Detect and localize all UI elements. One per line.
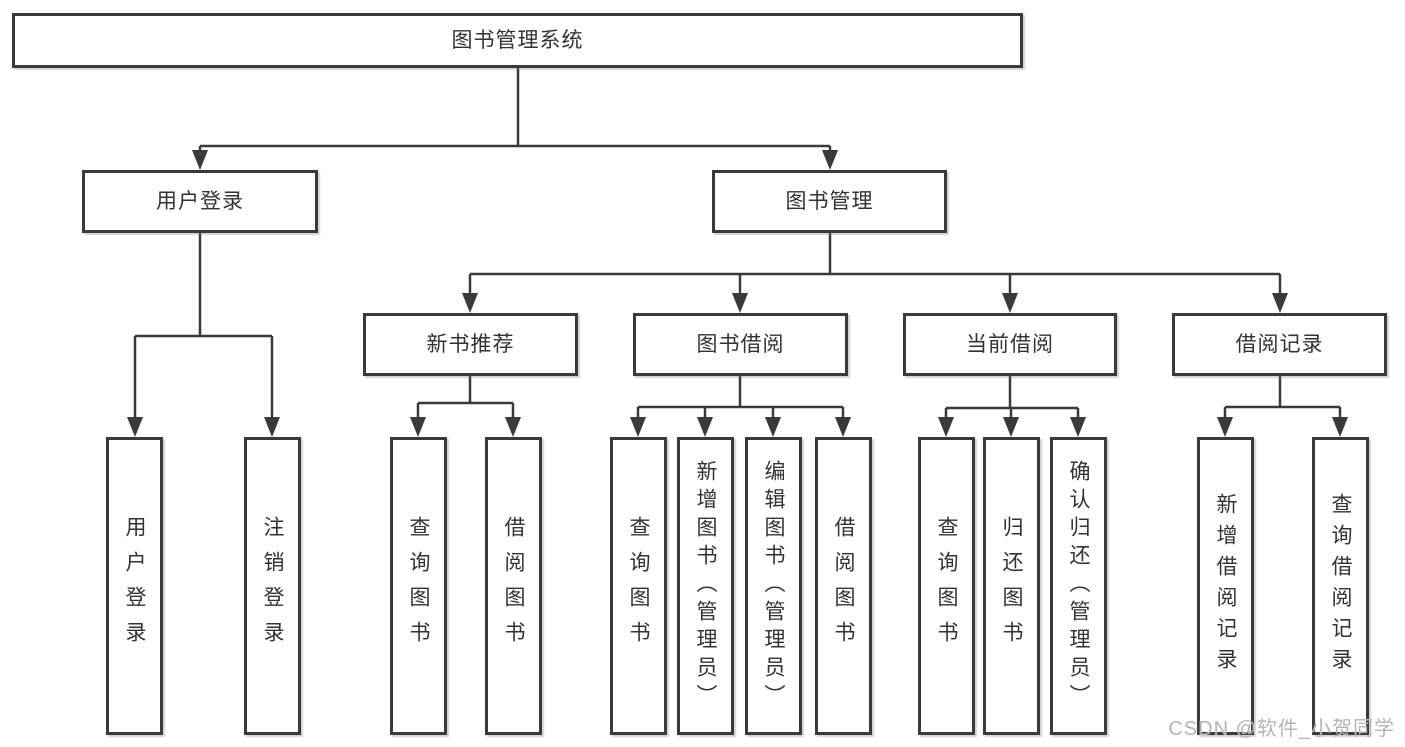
arrowhead [462, 293, 478, 313]
node-leaf-edit-books-admin: 编辑图书（管理员） [745, 437, 802, 735]
node-new-book-recommend: 新书推荐 [363, 313, 578, 376]
node-user-login: 用户登录 [82, 170, 318, 233]
node-leaf-return-books: 归还图书 [983, 437, 1040, 735]
arrowhead [264, 417, 280, 437]
arrowhead [697, 417, 713, 437]
leaf-label: 编辑图书（管理员） [762, 460, 785, 712]
arrowhead [835, 417, 851, 437]
arrowhead [410, 417, 426, 437]
node-leaf-add-borrow-record: 新增借阅记录 [1197, 437, 1254, 735]
leaf-label: 用户登录 [123, 516, 146, 656]
node-leaf-query-books-1: 查询图书 [390, 437, 447, 735]
arrowhead [630, 417, 646, 437]
arrowhead [192, 150, 208, 170]
arrowhead [1217, 417, 1233, 437]
node-leaf-borrow-books-2: 借阅图书 [815, 437, 872, 735]
leaf-label: 确认归还（管理员） [1067, 460, 1090, 712]
node-leaf-add-books-admin: 新增图书（管理员） [677, 437, 734, 735]
arrowhead [822, 150, 838, 170]
node-leaf-query-books-3: 查询图书 [918, 437, 975, 735]
arrowhead [938, 417, 954, 437]
arrowhead [505, 417, 521, 437]
leaf-label: 注销登录 [261, 516, 284, 656]
leaf-label: 借阅图书 [832, 516, 855, 656]
leaf-label: 归还图书 [1000, 516, 1023, 656]
csdn-watermark: CSDN @软件_小贺同学 [1168, 718, 1395, 740]
leaf-label: 查询图书 [627, 516, 650, 656]
leaf-label: 借阅图书 [502, 516, 525, 656]
arrowhead [1272, 293, 1288, 313]
arrowhead [765, 417, 781, 437]
arrowhead [1070, 417, 1086, 437]
arrowhead [127, 417, 143, 437]
node-leaf-confirm-return-admin: 确认归还（管理员） [1050, 437, 1107, 735]
node-book-borrow: 图书借阅 [633, 313, 848, 376]
arrowhead [1332, 417, 1348, 437]
node-leaf-logout: 注销登录 [244, 437, 301, 735]
leaf-label: 查询借阅记录 [1329, 493, 1352, 679]
node-leaf-query-books-2: 查询图书 [610, 437, 667, 735]
leaf-label: 新增图书（管理员） [694, 460, 717, 712]
node-leaf-user-login: 用户登录 [106, 437, 163, 735]
node-leaf-query-borrow-record: 查询借阅记录 [1312, 437, 1369, 735]
node-current-borrow: 当前借阅 [903, 313, 1117, 376]
leaf-label: 查询图书 [935, 516, 958, 656]
leaf-label: 新增借阅记录 [1214, 493, 1237, 679]
arrowhead [732, 293, 748, 313]
leaf-label: 查询图书 [407, 516, 430, 656]
node-book-management: 图书管理 [712, 170, 947, 233]
arrowhead [1003, 417, 1019, 437]
arrowhead [1002, 293, 1018, 313]
node-leaf-borrow-books-1: 借阅图书 [485, 437, 542, 735]
node-root-library-system: 图书管理系统 [12, 13, 1023, 68]
node-borrow-records: 借阅记录 [1172, 313, 1387, 376]
